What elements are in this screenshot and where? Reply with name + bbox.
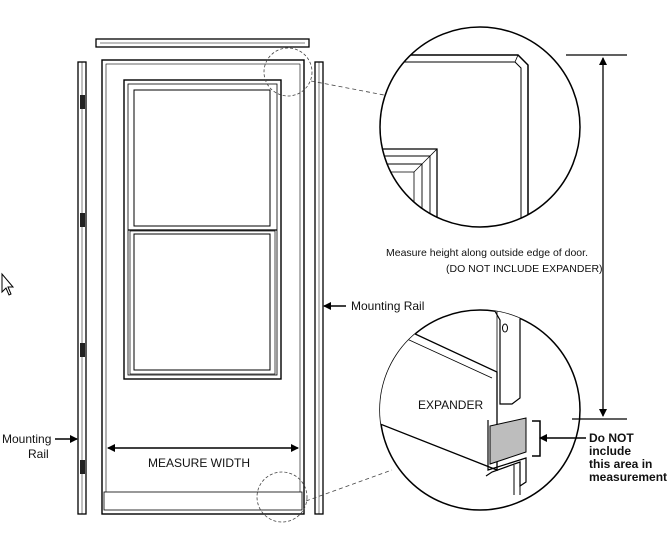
bottom-detail-circle bbox=[379, 309, 581, 511]
do-not-include-note: Do NOT include this area in measurement bbox=[589, 431, 667, 484]
svg-text:Do NOT: Do NOT bbox=[589, 431, 634, 445]
svg-text:include: include bbox=[589, 444, 631, 458]
bottom-corner-detail-marker bbox=[256, 471, 308, 523]
left-mounting-rail bbox=[77, 61, 87, 515]
right-mounting-rail bbox=[314, 61, 324, 515]
storm-door bbox=[101, 59, 305, 515]
expander-label: EXPANDER bbox=[418, 398, 483, 412]
top-corner-detail-marker bbox=[263, 47, 313, 97]
measure-height-line2: (DO NOT INCLUDE EXPANDER) bbox=[446, 263, 603, 275]
mounting-rail-right-label: Mounting Rail bbox=[351, 299, 424, 313]
measure-height-line1: Measure height along outside edge of doo… bbox=[386, 247, 588, 259]
svg-text:measurement: measurement bbox=[589, 470, 667, 484]
mounting-rail-left-label-line2: Rail bbox=[28, 447, 49, 461]
top-expander-cap bbox=[95, 38, 310, 48]
measure-width-label: MEASURE WIDTH bbox=[148, 456, 250, 470]
mouse-pointer-icon bbox=[1, 272, 15, 296]
top-detail-circle bbox=[379, 26, 581, 228]
height-dimension bbox=[566, 54, 627, 420]
mounting-rail-left-label-line1: Mounting bbox=[2, 432, 51, 446]
svg-text:this area in: this area in bbox=[589, 457, 652, 471]
exclusion-bracket bbox=[532, 420, 586, 457]
